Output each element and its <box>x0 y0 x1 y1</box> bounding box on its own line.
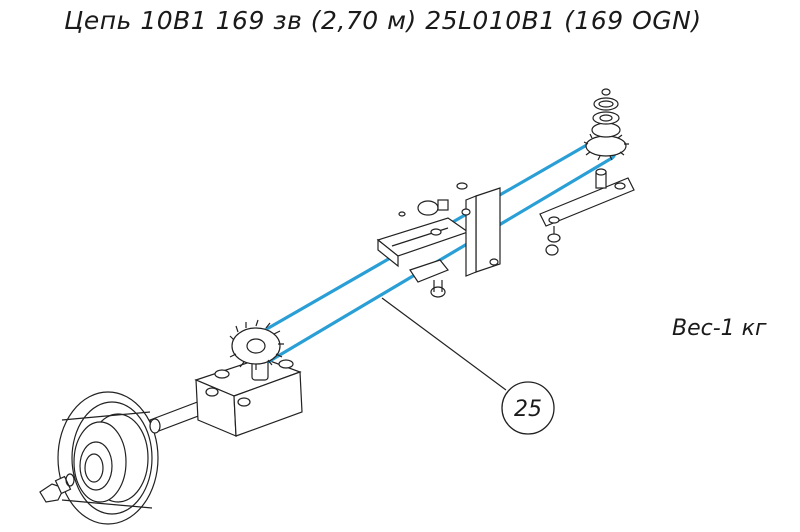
tensioner-bracket <box>376 182 501 298</box>
callout-25: 25 <box>381 297 555 435</box>
chain-loop <box>242 138 617 364</box>
diagram-title: Цепь 10B1 169 зв (2,70 м) 25L010B1 (169 … <box>64 6 702 35</box>
pulley-wheel <box>57 391 159 525</box>
tensioner-arm <box>539 168 635 256</box>
idler-sprocket <box>583 88 629 161</box>
pulley-bolt <box>39 473 75 503</box>
weight-label: Вес-1 кг <box>672 316 767 341</box>
gearbox <box>194 353 303 437</box>
callout-number: 25 <box>514 397 542 422</box>
drive-sprocket <box>229 319 284 370</box>
